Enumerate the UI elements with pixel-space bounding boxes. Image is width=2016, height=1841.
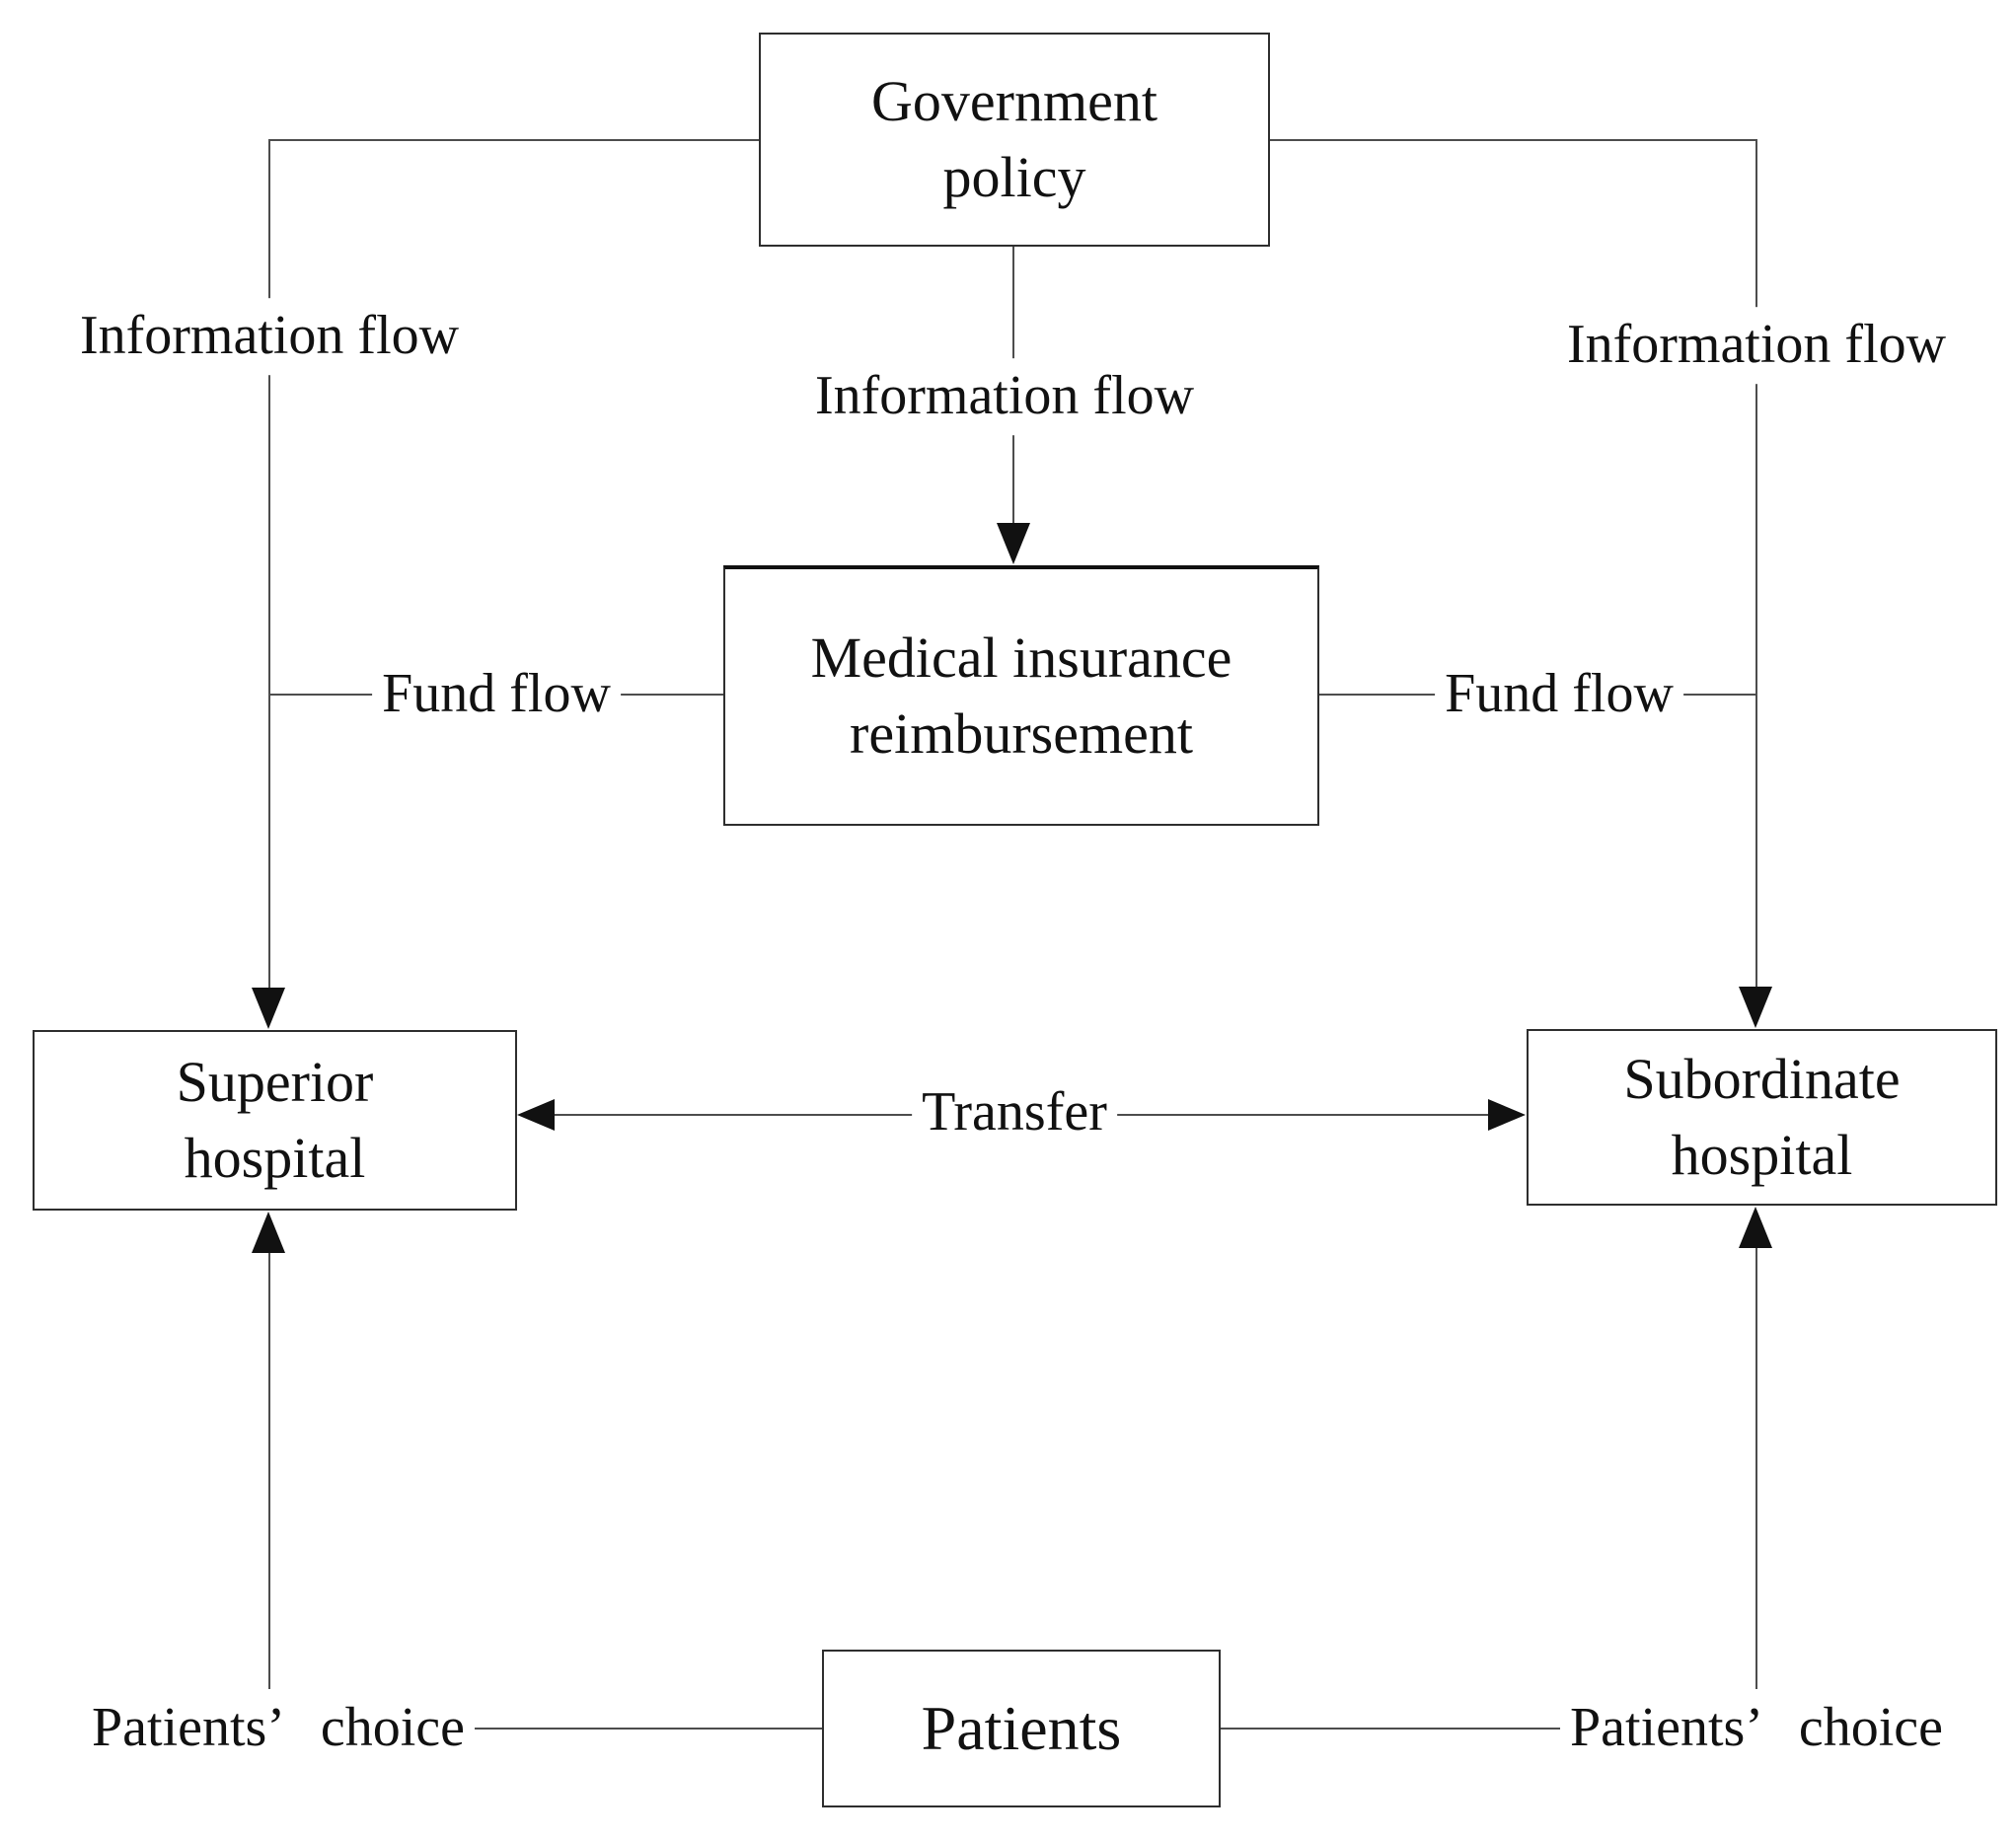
down-arrowhead-into-medical-insurance	[997, 523, 1030, 564]
edge-line-patients-to-left	[268, 1728, 822, 1730]
node-patients: Patients	[822, 1650, 1221, 1807]
edge-label-information-flow-middle: Information flow	[804, 358, 1205, 435]
node-government-policy: Government policy	[759, 33, 1270, 247]
edge-line-choice-left-up	[268, 1251, 270, 1689]
edge-label-information-flow-left: Information flow	[69, 298, 470, 375]
node-subordinate-hospital: Subordinate hospital	[1527, 1029, 1997, 1206]
down-arrowhead-into-superior-hospital	[252, 988, 285, 1029]
node-superior-hospital: Superior hospital	[33, 1030, 517, 1211]
edge-line-patients-to-right	[1221, 1728, 1756, 1730]
down-arrowhead-into-subordinate-hospital	[1739, 987, 1772, 1028]
edge-label-patients-choice-right: Patients’ choice	[1560, 1690, 1953, 1767]
edge-line-choice-right-up	[1755, 1246, 1757, 1689]
up-arrowhead-into-subordinate-hospital	[1739, 1207, 1772, 1248]
edge-line-left-column-down	[268, 139, 270, 989]
edge-label-transfer: Transfer	[912, 1074, 1117, 1151]
right-arrowhead-transfer	[1488, 1099, 1526, 1131]
edge-line-gov-to-right-column	[1270, 139, 1756, 141]
edge-label-fund-flow-left: Fund flow	[372, 656, 621, 733]
edge-line-right-column-down	[1755, 139, 1757, 988]
edge-line-gov-to-left-column	[268, 139, 759, 141]
node-medical-insurance-reimbursement: Medical insurance reimbursement	[723, 565, 1319, 826]
edge-label-fund-flow-right: Fund flow	[1435, 656, 1683, 733]
edge-label-information-flow-right: Information flow	[1556, 307, 1957, 384]
left-arrowhead-transfer	[517, 1099, 555, 1131]
edge-label-patients-choice-left: Patients’ choice	[82, 1690, 475, 1767]
up-arrowhead-into-superior-hospital	[252, 1212, 285, 1253]
